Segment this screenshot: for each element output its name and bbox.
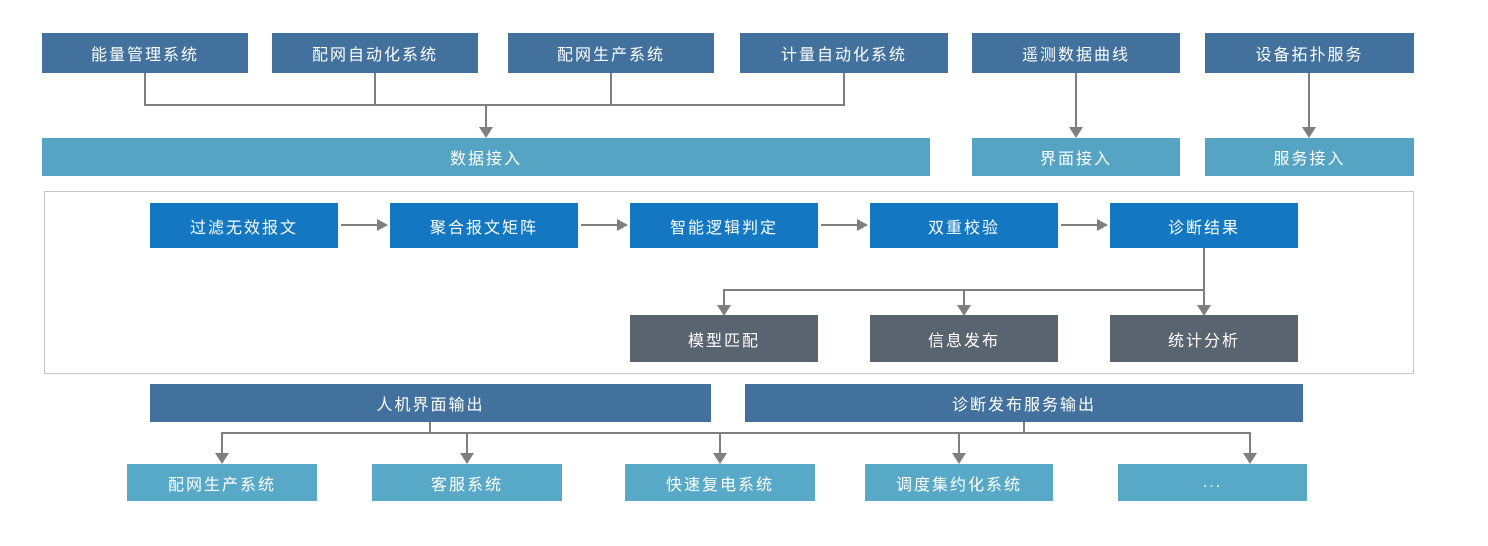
connector-line bbox=[341, 224, 377, 226]
node-label: 配网自动化系统 bbox=[311, 47, 438, 64]
arrow-down-icon bbox=[479, 127, 493, 138]
node-label: 人机界面输出 bbox=[376, 397, 485, 414]
node-output-hmi: 人机界面输出 bbox=[150, 384, 711, 422]
node-label: 配网生产系统 bbox=[556, 47, 665, 64]
node-consumer-rapid-power-restoration: 快速复电系统 bbox=[625, 464, 815, 501]
node-label: 信息发布 bbox=[927, 332, 1000, 350]
node-label: 聚合报文矩阵 bbox=[429, 219, 538, 237]
pipeline-frame bbox=[44, 191, 1414, 374]
node-label: 模型匹配 bbox=[687, 332, 760, 350]
node-source-distribution-automation: 配网自动化系统 bbox=[272, 33, 478, 73]
connector-line bbox=[821, 224, 857, 226]
node-access-service: 服务接入 bbox=[1205, 138, 1414, 176]
connector-line bbox=[221, 432, 223, 454]
connector-line bbox=[466, 432, 468, 454]
node-label: 过滤无效报文 bbox=[189, 219, 298, 237]
node-label: 统计分析 bbox=[1167, 332, 1240, 350]
node-label: 计量自动化系统 bbox=[780, 47, 907, 64]
node-consumer-customer-service: 客服系统 bbox=[372, 464, 562, 501]
node-access-data: 数据接入 bbox=[42, 138, 930, 176]
node-label: 智能逻辑判定 bbox=[669, 219, 778, 237]
node-consumer-more: ... bbox=[1118, 464, 1307, 501]
connector-line bbox=[610, 73, 612, 106]
connector-line bbox=[958, 432, 960, 454]
node-source-telemetry-curve: 遥测数据曲线 bbox=[972, 33, 1180, 73]
arrow-down-icon bbox=[717, 305, 731, 316]
node-access-ui: 界面接入 bbox=[972, 138, 1180, 176]
connector-line bbox=[144, 104, 845, 106]
arrow-right-icon bbox=[857, 219, 868, 231]
connector-line bbox=[429, 422, 431, 434]
node-source-energy-management: 能量管理系统 bbox=[42, 33, 248, 73]
connector-line bbox=[221, 432, 1251, 434]
node-step-filter-invalid-messages: 过滤无效报文 bbox=[150, 203, 338, 248]
connector-line bbox=[1203, 248, 1205, 291]
node-label: 设备拓扑服务 bbox=[1255, 47, 1364, 64]
arrow-down-icon bbox=[1069, 127, 1083, 138]
node-label: 快速复电系统 bbox=[665, 476, 774, 494]
connector-line bbox=[723, 289, 725, 306]
node-label: 客服系统 bbox=[430, 476, 503, 494]
node-label: 数据接入 bbox=[449, 151, 522, 168]
node-label: 诊断结果 bbox=[1167, 219, 1240, 237]
arrow-down-icon bbox=[1243, 453, 1257, 464]
connector-line bbox=[843, 73, 845, 106]
node-label: 能量管理系统 bbox=[90, 47, 199, 64]
connector-line bbox=[1023, 422, 1025, 434]
arrow-down-icon bbox=[215, 453, 229, 464]
arrow-down-icon bbox=[460, 453, 474, 464]
connector-line bbox=[1308, 73, 1310, 127]
node-label: 调度集约化系统 bbox=[895, 476, 1022, 494]
node-source-metering-automation: 计量自动化系统 bbox=[740, 33, 948, 73]
connector-line bbox=[581, 224, 617, 226]
node-step-intelligent-logic-judgment: 智能逻辑判定 bbox=[630, 203, 818, 248]
node-step-aggregate-message-matrix: 聚合报文矩阵 bbox=[390, 203, 578, 248]
node-label: 双重校验 bbox=[927, 219, 1000, 237]
node-result-information-release: 信息发布 bbox=[870, 315, 1058, 362]
node-label: 界面接入 bbox=[1039, 151, 1112, 168]
node-result-statistical-analysis: 统计分析 bbox=[1110, 315, 1298, 362]
connector-line bbox=[1075, 73, 1077, 127]
node-output-diagnosis-publish-service: 诊断发布服务输出 bbox=[745, 384, 1303, 422]
node-label: 诊断发布服务输出 bbox=[951, 397, 1096, 414]
connector-line bbox=[1061, 224, 1097, 226]
arrow-down-icon bbox=[1197, 305, 1211, 316]
node-label: 服务接入 bbox=[1273, 151, 1346, 168]
arrow-down-icon bbox=[713, 453, 727, 464]
connector-line bbox=[374, 73, 376, 106]
connector-line bbox=[1203, 289, 1205, 306]
node-consumer-distribution-production: 配网生产系统 bbox=[127, 464, 317, 501]
node-result-model-matching: 模型匹配 bbox=[630, 315, 818, 362]
connector-line bbox=[1249, 432, 1251, 454]
node-label: ... bbox=[1202, 473, 1223, 491]
connector-line bbox=[719, 432, 721, 454]
node-step-double-verification: 双重校验 bbox=[870, 203, 1058, 248]
arrow-down-icon bbox=[957, 305, 971, 316]
node-consumer-dispatch-intensification: 调度集约化系统 bbox=[865, 464, 1053, 501]
node-source-distribution-production: 配网生产系统 bbox=[508, 33, 714, 73]
arrow-right-icon bbox=[617, 219, 628, 231]
connector-line bbox=[485, 104, 487, 127]
connector-line bbox=[963, 289, 965, 306]
node-label: 配网生产系统 bbox=[167, 476, 276, 494]
arrow-right-icon bbox=[377, 219, 388, 231]
node-step-diagnosis-result: 诊断结果 bbox=[1110, 203, 1298, 248]
connector-line bbox=[144, 73, 146, 106]
node-label: 遥测数据曲线 bbox=[1021, 47, 1130, 64]
arrow-down-icon bbox=[1302, 127, 1316, 138]
arrow-down-icon bbox=[952, 453, 966, 464]
node-source-device-topology: 设备拓扑服务 bbox=[1205, 33, 1414, 73]
arrow-right-icon bbox=[1097, 219, 1108, 231]
